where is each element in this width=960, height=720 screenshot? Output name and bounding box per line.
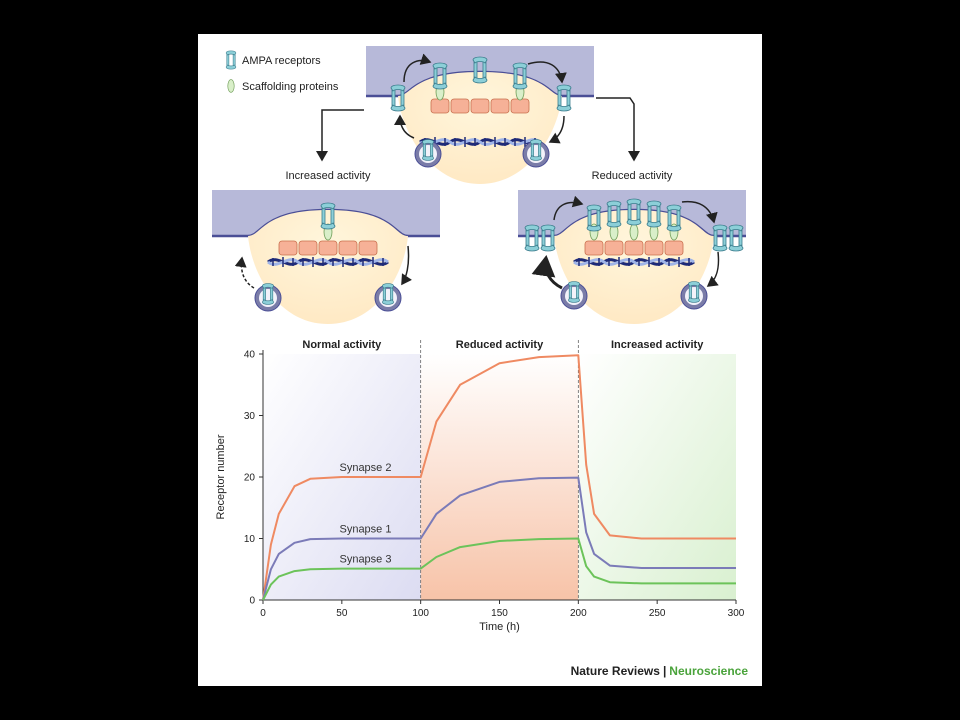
series-label-1: Synapse 2 bbox=[339, 462, 391, 474]
x-axis-title: Time (h) bbox=[479, 621, 520, 633]
synapse-baseline bbox=[366, 46, 594, 184]
y-tick-label: 40 bbox=[244, 350, 256, 361]
x-tick-label: 300 bbox=[728, 608, 745, 619]
phase-label-2: Increased activity bbox=[611, 339, 704, 351]
x-tick-label: 0 bbox=[260, 608, 266, 619]
phase-background-increased bbox=[578, 354, 736, 600]
x-tick-label: 50 bbox=[336, 608, 348, 619]
series-line-3 bbox=[262, 537, 736, 601]
y-tick-label: 20 bbox=[244, 473, 256, 484]
x-tick-label: 200 bbox=[570, 608, 587, 619]
figure-canvas: AMPA receptors Scaffolding proteins bbox=[212, 46, 746, 633]
synapse-increased-activity bbox=[212, 190, 440, 324]
phase-label-1: Reduced activity bbox=[456, 339, 544, 351]
branch-arrow-right bbox=[596, 97, 640, 162]
receptor-chart: 0 50 100 150 200 250 300 0 10 20 30 40 Synapse 2 Sy… bbox=[215, 339, 745, 633]
ampa-receptor-icon bbox=[225, 50, 237, 70]
series-label-2: Synapse 1 bbox=[339, 524, 391, 536]
y-tick-label: 30 bbox=[244, 411, 256, 422]
series-label-3: Synapse 3 bbox=[339, 554, 391, 566]
y-tick-label: 10 bbox=[244, 534, 256, 545]
phase-label-0: Normal activity bbox=[302, 339, 382, 351]
credit-separator: | bbox=[662, 664, 667, 678]
legend-label-scaffolding: Scaffolding proteins bbox=[242, 81, 339, 93]
scaffolding-protein-icon bbox=[227, 79, 235, 93]
synapse-reduced-activity bbox=[518, 190, 746, 324]
x-tick-label: 250 bbox=[649, 608, 666, 619]
state-label-increased: Increased activity bbox=[286, 170, 371, 182]
x-tick-label: 100 bbox=[412, 608, 429, 619]
journal-subject: Neuroscience bbox=[669, 664, 748, 678]
journal-credit: Nature Reviews|Neuroscience bbox=[571, 664, 748, 678]
y-tick-label: 0 bbox=[249, 596, 255, 607]
branch-arrow-left bbox=[316, 109, 364, 162]
journal-name: Nature Reviews bbox=[570, 664, 660, 678]
figure-panel: AMPA receptors Scaffolding proteins bbox=[198, 34, 762, 686]
legend: AMPA receptors Scaffolding proteins bbox=[225, 50, 339, 93]
state-label-reduced: Reduced activity bbox=[592, 170, 673, 182]
y-axis-title: Receptor number bbox=[215, 434, 227, 519]
legend-label-ampa: AMPA receptors bbox=[242, 55, 321, 67]
x-tick-label: 150 bbox=[491, 608, 508, 619]
series-line-1 bbox=[262, 354, 736, 601]
series-line-2 bbox=[262, 476, 736, 601]
